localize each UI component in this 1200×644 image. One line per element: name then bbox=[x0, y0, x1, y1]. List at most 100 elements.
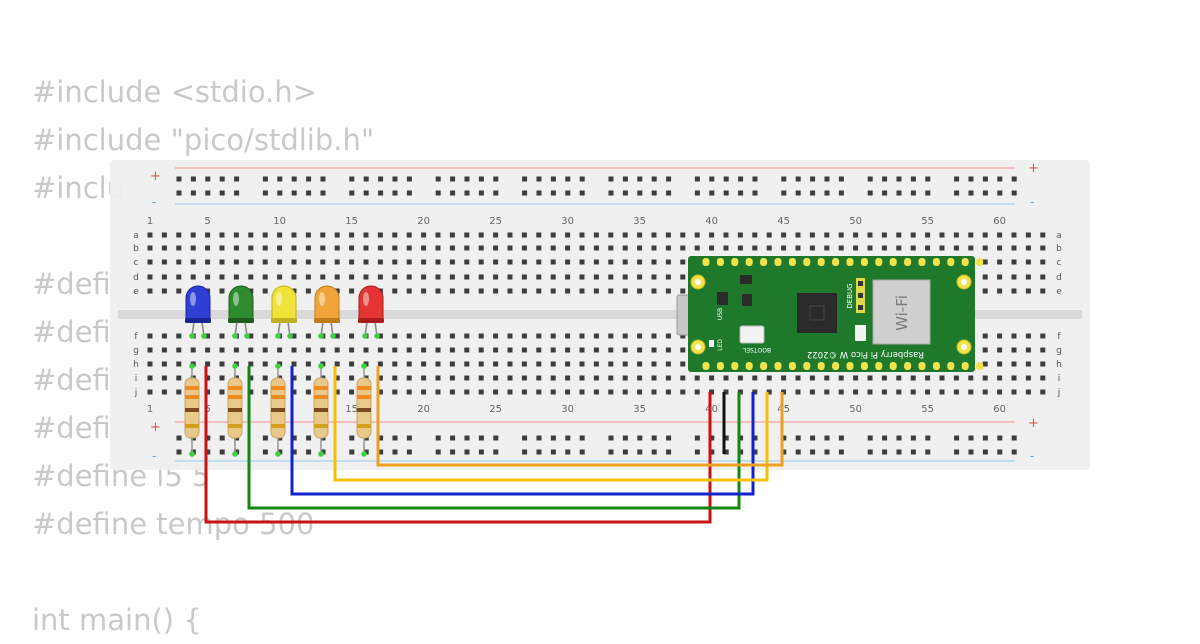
breadboard-hole bbox=[709, 232, 715, 238]
breadboard-hole bbox=[464, 347, 470, 353]
rail-hole bbox=[824, 449, 830, 455]
rail-hole bbox=[723, 176, 729, 182]
column-number: 40 bbox=[705, 404, 718, 415]
breadboard-hole bbox=[853, 245, 859, 251]
rail-hole bbox=[723, 190, 729, 196]
led-rim bbox=[185, 318, 211, 323]
pico-pins bbox=[702, 258, 984, 370]
rail-hole bbox=[709, 449, 715, 455]
breadboard-hole bbox=[536, 361, 542, 367]
column-number: 5 bbox=[204, 404, 210, 415]
breadboard-hole bbox=[377, 347, 383, 353]
wire-blue bbox=[290, 366, 755, 496]
breadboard-hole bbox=[320, 347, 326, 353]
breadboard-hole bbox=[881, 389, 887, 395]
breadboard-hole bbox=[953, 245, 959, 251]
resistor-band bbox=[314, 386, 328, 390]
breadboard-hole bbox=[637, 232, 643, 238]
rail-hole bbox=[968, 190, 974, 196]
led-orange[interactable] bbox=[314, 285, 340, 339]
breadboard-hole bbox=[781, 389, 787, 395]
breadboard-hole bbox=[421, 274, 427, 280]
breadboard-hole bbox=[291, 333, 297, 339]
resistor-band bbox=[271, 408, 285, 412]
row-letter: g bbox=[1056, 346, 1062, 356]
breadboard-hole bbox=[478, 375, 484, 381]
breadboard-hole bbox=[233, 232, 239, 238]
breadboard-hole bbox=[421, 245, 427, 251]
breadboard-hole bbox=[305, 288, 311, 294]
breadboard-hole bbox=[507, 347, 513, 353]
breadboard-hole bbox=[233, 274, 239, 280]
breadboard-hole bbox=[190, 245, 196, 251]
rail-hole bbox=[954, 449, 960, 455]
header-pin bbox=[860, 362, 868, 370]
rail-hole bbox=[1011, 190, 1017, 196]
breadboard-center-channel bbox=[118, 310, 1082, 319]
breadboard-hole bbox=[176, 347, 182, 353]
column-number: 45 bbox=[777, 216, 790, 227]
breadboard-hole bbox=[478, 347, 484, 353]
row-letter: f bbox=[1057, 332, 1061, 342]
pin-indicator bbox=[189, 333, 195, 339]
pin-indicator bbox=[232, 451, 238, 457]
breadboard-hole bbox=[205, 361, 211, 367]
led-blue[interactable] bbox=[185, 285, 211, 339]
breadboard-hole bbox=[752, 245, 758, 251]
breadboard-hole bbox=[349, 347, 355, 353]
led-green[interactable] bbox=[228, 285, 254, 339]
breadboard-hole bbox=[637, 333, 643, 339]
breadboard-hole bbox=[147, 347, 153, 353]
rail-hole bbox=[752, 435, 758, 441]
breadboard-hole bbox=[579, 333, 585, 339]
breadboard-hole bbox=[435, 274, 441, 280]
bootsel-button[interactable] bbox=[739, 325, 765, 344]
rail-hole bbox=[464, 190, 470, 196]
column-number: 35 bbox=[633, 216, 646, 227]
row-letter: b bbox=[133, 244, 139, 254]
breadboard-hole bbox=[680, 361, 686, 367]
breadboard-hole bbox=[651, 288, 657, 294]
breadboard-hole bbox=[694, 245, 700, 251]
breadboard-hole bbox=[1011, 288, 1017, 294]
breadboard-hole bbox=[334, 375, 340, 381]
breadboard-hole bbox=[248, 245, 254, 251]
breadboard-hole bbox=[752, 389, 758, 395]
breadboard-hole bbox=[291, 375, 297, 381]
breadboard-hole bbox=[1040, 389, 1046, 395]
row-letter: j bbox=[1057, 388, 1061, 398]
breadboard-hole bbox=[262, 389, 268, 395]
breadboard-hole bbox=[248, 375, 254, 381]
breadboard-hole bbox=[478, 288, 484, 294]
breadboard-hole bbox=[219, 259, 225, 265]
breadboard-hole bbox=[421, 288, 427, 294]
breadboard-hole bbox=[521, 232, 527, 238]
breadboard-hole bbox=[968, 389, 974, 395]
rail-hole bbox=[982, 449, 988, 455]
breadboard-hole bbox=[723, 389, 729, 395]
breadboard-hole bbox=[334, 347, 340, 353]
breadboard-hole bbox=[665, 347, 671, 353]
rail-hole bbox=[651, 435, 657, 441]
breadboard-hole bbox=[277, 347, 283, 353]
pin-indicator bbox=[374, 333, 380, 339]
breadboard-hole bbox=[449, 375, 455, 381]
breadboard-hole bbox=[824, 389, 830, 395]
resistor-band bbox=[228, 386, 242, 390]
breadboard-hole bbox=[478, 232, 484, 238]
rail-hole bbox=[219, 190, 225, 196]
breadboard-hole bbox=[982, 288, 988, 294]
breadboard-hole bbox=[277, 259, 283, 265]
header-pin bbox=[976, 362, 984, 370]
pin-indicator bbox=[232, 333, 238, 339]
led-red[interactable] bbox=[358, 285, 384, 339]
rail-hole bbox=[882, 190, 888, 196]
breadboard-hole bbox=[277, 245, 283, 251]
breadboard-hole bbox=[939, 389, 945, 395]
breadboard-hole bbox=[219, 232, 225, 238]
breadboard-hole bbox=[1025, 232, 1031, 238]
led-yellow[interactable] bbox=[271, 285, 297, 339]
breadboard-hole bbox=[507, 274, 513, 280]
onboard-led bbox=[709, 340, 714, 347]
breadboard-hole bbox=[982, 361, 988, 367]
